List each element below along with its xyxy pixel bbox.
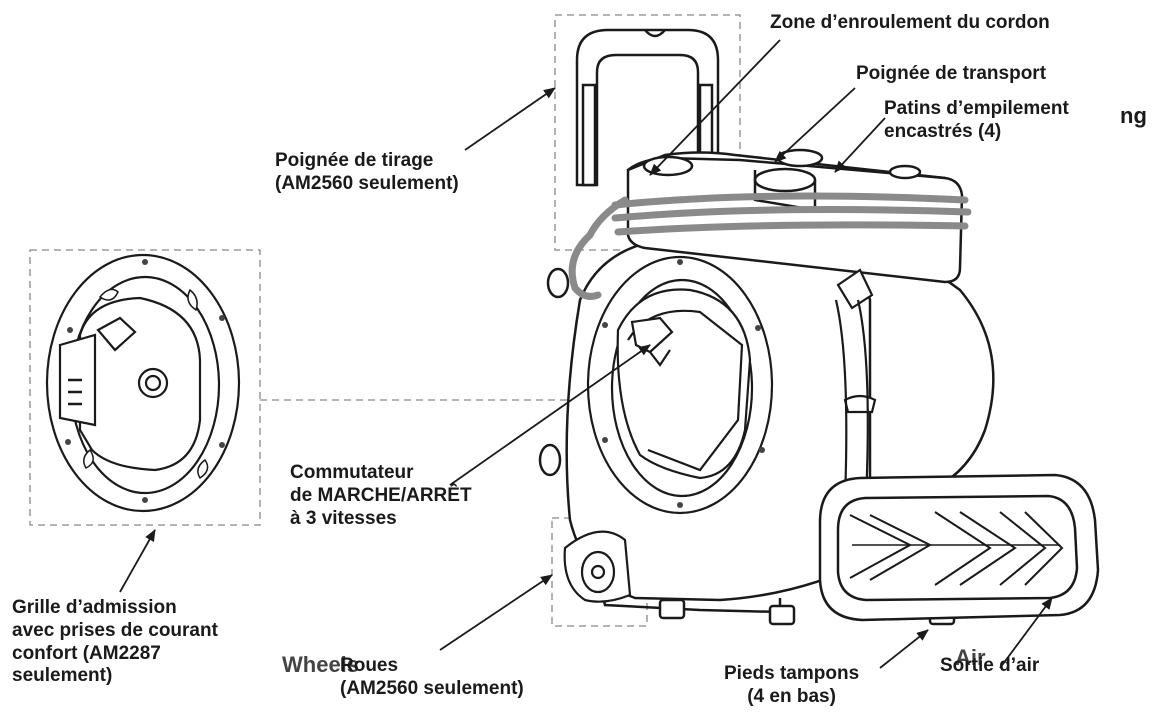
label-feet: Pieds tampons (4 en bas) [724,663,859,709]
label-air-en: Air [955,645,986,670]
tow-handle-box [554,14,741,251]
label-switch-line-3: à 3 vitesses [290,507,397,529]
label-air-outlet: Sortie d’air [940,655,1040,676]
label-wheels-fr-line-1: Roues [340,655,399,676]
label-tow-handle: Poignée de tirage (AM2560 seulement) [275,150,459,196]
label-switch-line-2: de MARCHE/ARRÊT [290,484,472,506]
air-outlet [818,473,1100,622]
label-intake-grill: Grille d’admission avec prises de couran… [12,597,218,688]
arrow-feet [879,629,929,669]
label-wheels-fr: Roues (AM2560 seulement) [340,655,524,701]
intake-grill-detail [45,253,241,513]
label-cord-zone: Zone d’enroulement du cordon [770,12,1050,33]
label-fragment-ng: ng [1120,103,1147,128]
label-stacking-pads-line-2: encastrés (4) [884,120,1002,142]
label-stacking-pads-line-1: Patins d’empilement [884,98,1069,119]
label-switch-line-1: Commutateur [290,462,414,483]
power-cord [568,192,972,300]
label-intake-grill-line-4: seulement) [12,665,113,687]
arrow-air-outlet [999,597,1053,669]
front-grill [586,255,774,515]
label-tow-handle-line-2: (AM2560 seulement) [275,172,459,194]
label-feet-line-2: (4 en bas) [747,685,836,707]
top-housing [626,148,964,284]
intake-grill-box [29,249,261,526]
arrow-intake-grill [119,529,156,593]
label-intake-grill-line-2: avec prises de courant [12,619,218,641]
arrow-tow-handle [464,87,556,151]
label-tow-handle-line-1: Poignée de tirage [275,150,434,171]
side-clamps [834,268,877,501]
arrow-stacking-pads [834,117,886,173]
label-carry-handle: Poignée de transport [856,63,1047,84]
label-wheels-fr-line-2: (AM2560 seulement) [340,677,524,699]
arrow-cord-zone [649,39,781,176]
arrow-switch [449,344,651,486]
leader-arrows [119,39,1053,669]
rear-wheel [563,530,632,603]
arrow-wheels [439,574,553,651]
label-switch: Commutateur de MARCHE/ARRÊT à 3 vitesses [290,462,472,530]
label-stacking-pads: Patins d’empilement encastrés (4) [884,98,1069,144]
label-feet-line-1: Pieds tampons [724,663,860,684]
arrow-carry-handle [774,87,856,163]
label-intake-grill-line-1: Grille d’admission [12,597,177,618]
label-intake-grill-line-3: confort (AM2287 [12,642,161,664]
label-wheels-en: Wheels [282,652,360,677]
